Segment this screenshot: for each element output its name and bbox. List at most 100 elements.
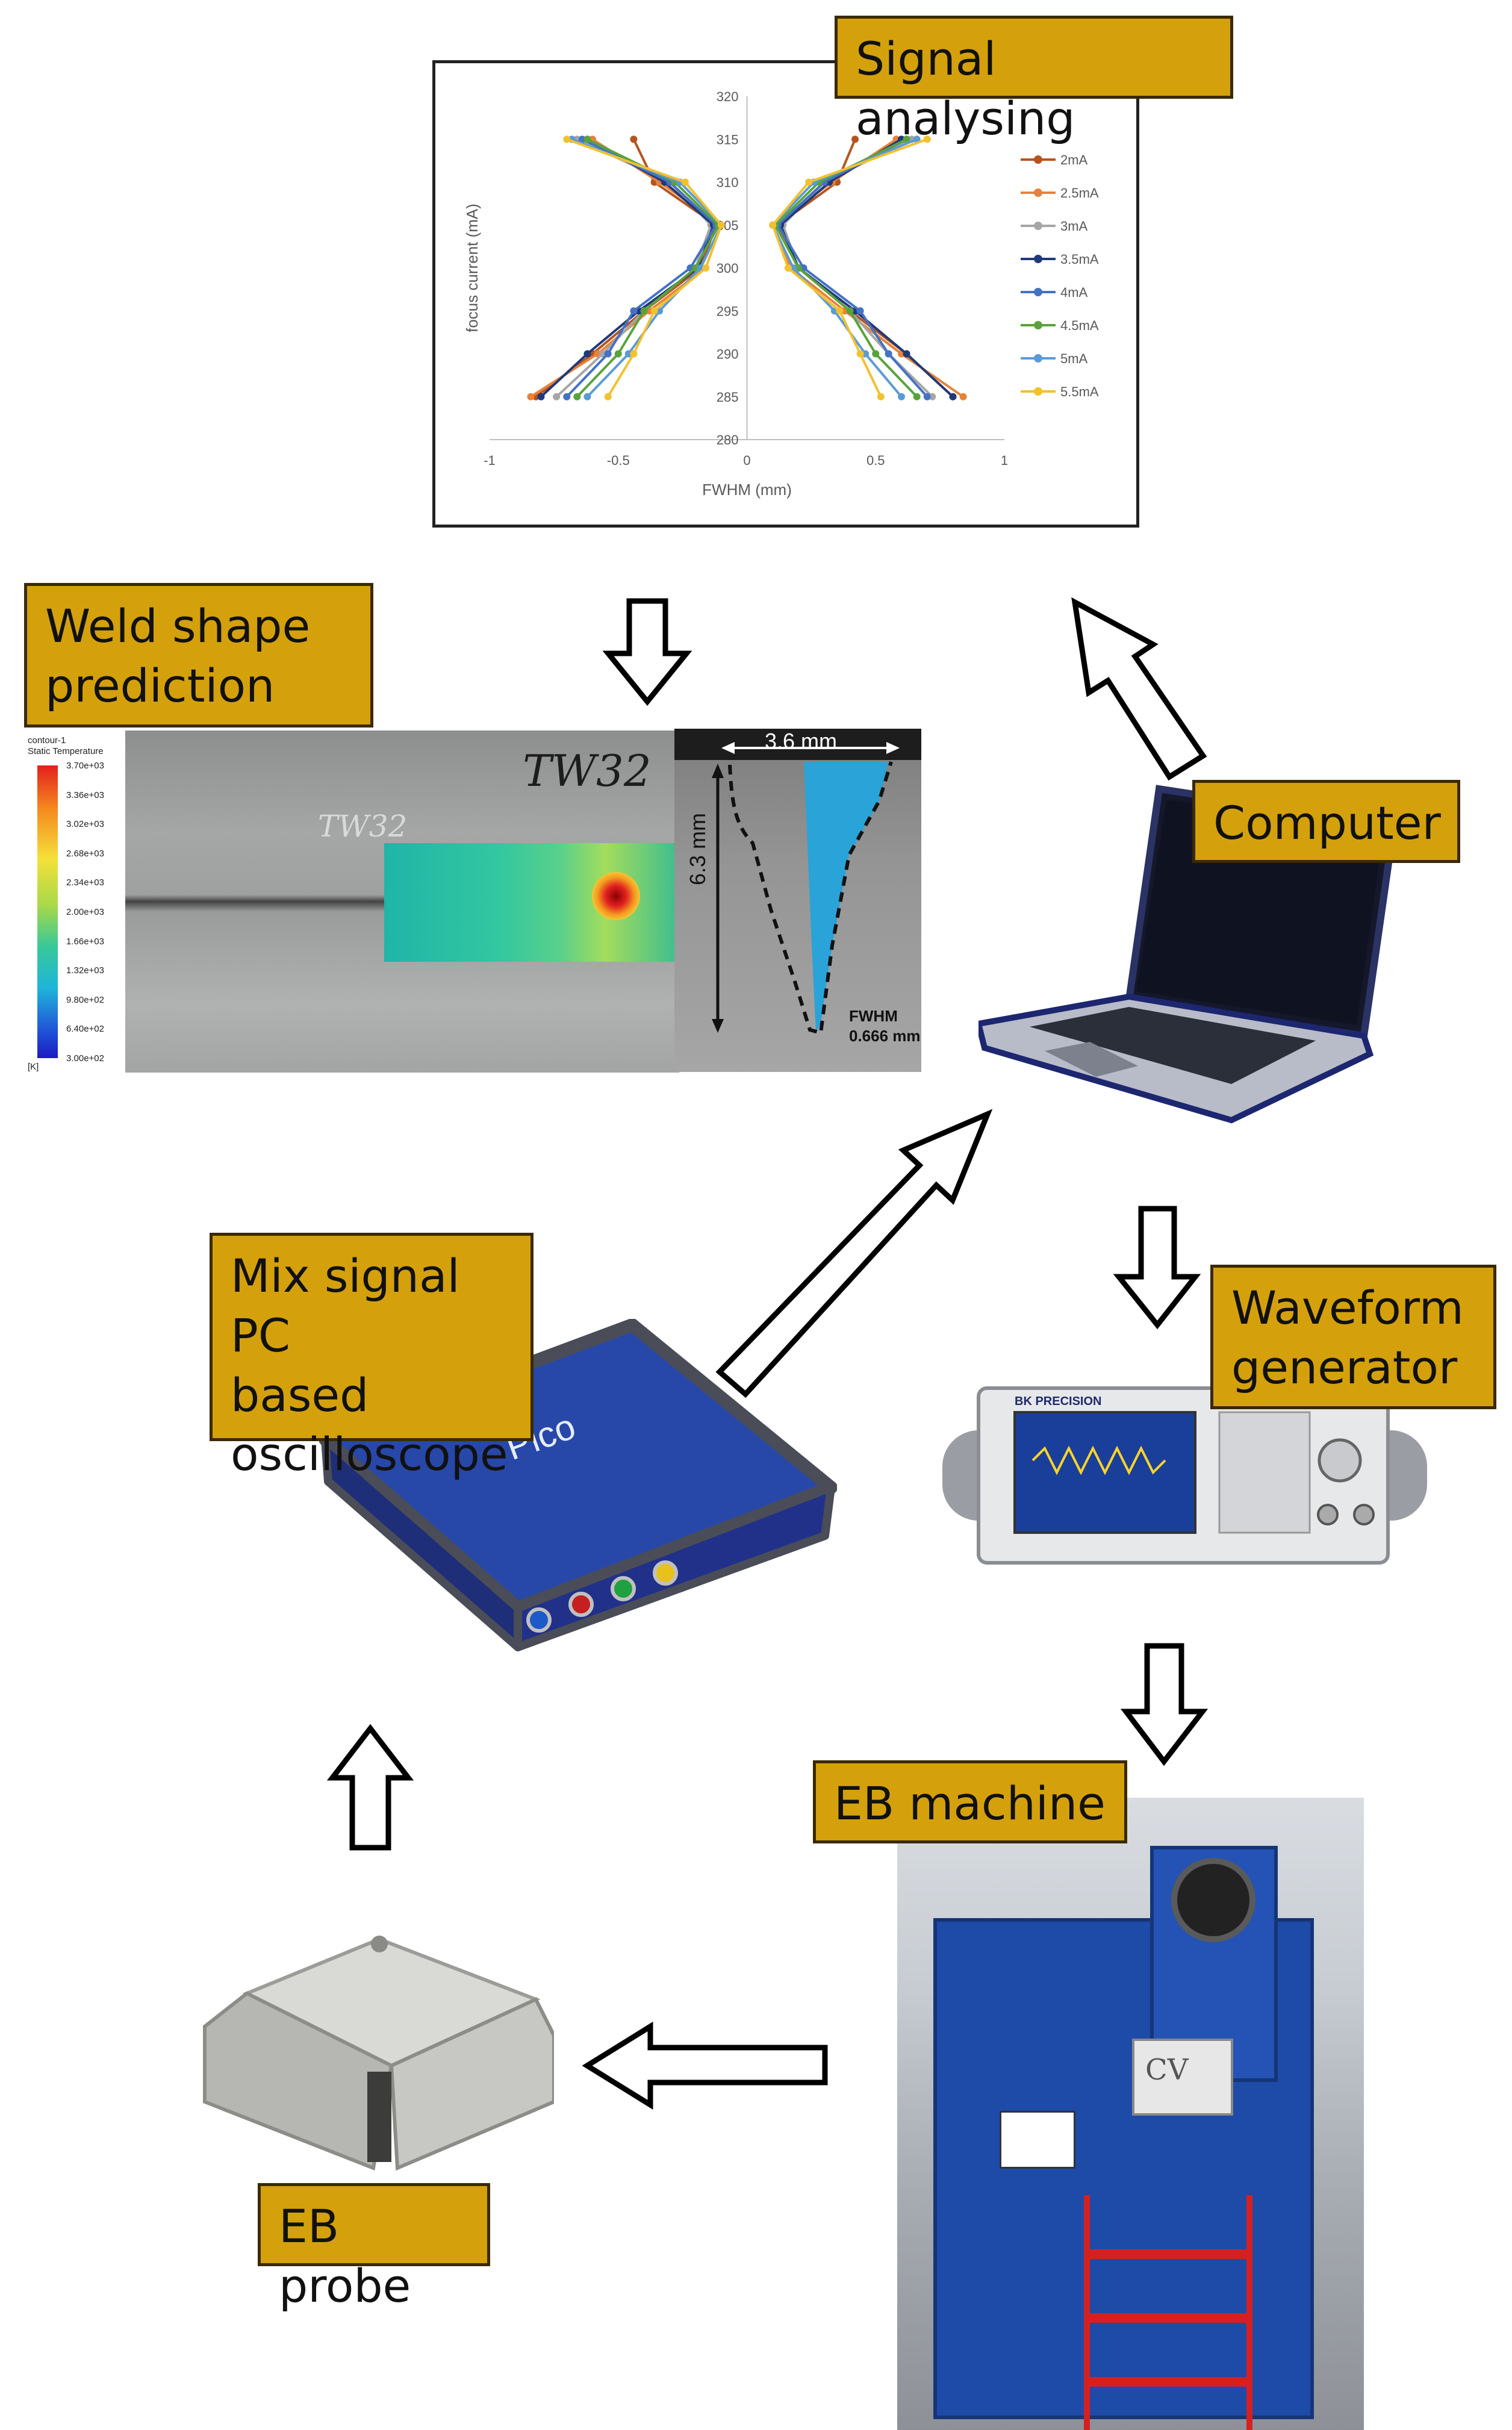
computer-label: Computer <box>1192 780 1460 863</box>
fwhm-label: FWHM <box>849 1007 898 1025</box>
generator-output-2 <box>1353 1504 1375 1525</box>
legend-swatch-marker <box>1034 255 1042 263</box>
data-point <box>872 350 880 358</box>
data-point <box>630 307 638 315</box>
probe-slot <box>367 2072 391 2162</box>
warning-sign <box>1000 2111 1075 2169</box>
y-axis-title: focus current (mA) <box>463 204 481 332</box>
x-tick-label: 0.5 <box>866 453 885 468</box>
generator-brand-text: BK PRECISION <box>1015 1395 1101 1408</box>
y-tick-label: 300 <box>717 261 739 276</box>
scale-tick-label: 3.00e+02 <box>66 1053 104 1064</box>
fwhm-value: 0.666 mm <box>849 1027 921 1045</box>
arrow-generator-to-machine <box>1120 1643 1209 1766</box>
data-point <box>959 393 967 400</box>
legend-swatch-marker <box>1034 155 1042 164</box>
machine-plate-text: CV <box>1145 2053 1189 2087</box>
data-point <box>903 350 910 358</box>
data-point <box>604 350 612 358</box>
generator-output-1 <box>1317 1504 1339 1525</box>
legend-swatch-marker <box>1034 387 1042 396</box>
y-tick-label: 280 <box>717 432 739 447</box>
data-point <box>913 393 921 400</box>
data-point <box>877 393 885 400</box>
legend-label: 3mA <box>1060 219 1088 234</box>
data-point <box>563 136 571 143</box>
hotspot <box>592 872 640 920</box>
depth-arrow-head-top <box>712 764 724 778</box>
scale-tick-label: 3.70e+03 <box>66 761 104 771</box>
data-point <box>929 393 936 400</box>
generator-knob <box>1318 1438 1362 1483</box>
x-axis-title: FWHM (mm) <box>702 481 792 499</box>
sample-mark: TW32 <box>523 746 652 796</box>
scope-connector-blue <box>526 1607 552 1633</box>
x-tick-label: -1 <box>484 453 496 468</box>
legend-swatch-marker <box>1034 288 1042 296</box>
width-arrow-head-left <box>721 742 735 754</box>
scale-bar <box>37 765 58 1058</box>
legend-label: 4mA <box>1060 285 1088 300</box>
scale-tick-label: 3.36e+03 <box>66 790 104 800</box>
data-point <box>856 350 864 358</box>
weld-fusion-zone <box>804 762 888 1033</box>
x-tick-label: 1 <box>1001 453 1008 468</box>
legend-swatch-marker <box>1034 354 1042 363</box>
machine-gun-port <box>1171 1858 1255 1942</box>
eb-probe-illustration <box>203 1936 554 2171</box>
data-point <box>862 350 870 358</box>
legend-swatch-marker <box>1034 321 1042 329</box>
weld-depth-label: 6.3 mm <box>685 812 710 885</box>
scale-unit: [K] <box>28 1062 39 1072</box>
arrow-scope-to-computer <box>715 1109 993 1398</box>
data-point <box>784 264 792 272</box>
data-point <box>949 393 957 400</box>
x-tick-label: -0.5 <box>607 453 630 468</box>
data-point <box>650 307 658 315</box>
scale-tick-label: 2.00e+03 <box>66 907 104 917</box>
data-point <box>630 350 638 358</box>
legend-swatch-marker <box>1034 188 1042 197</box>
scale-tick-label: 3.02e+03 <box>66 819 104 830</box>
y-tick-label: 315 <box>717 132 739 147</box>
y-tick-label: 285 <box>717 390 739 405</box>
data-point <box>851 136 859 143</box>
data-point <box>583 393 591 400</box>
weld-cross-section: 3.6 mm 6.3 mm FWHM 0.666 mm <box>674 729 921 1072</box>
machine-plate: CV <box>1132 2039 1233 2116</box>
weld-plate-photo: TW32 TW32 <box>125 731 679 1073</box>
data-point <box>769 221 777 229</box>
scope-connector-yellow <box>653 1560 678 1586</box>
scope-connector-green <box>611 1576 636 1601</box>
legend-label: 5mA <box>1060 351 1088 366</box>
legend-label: 4.5mA <box>1060 318 1099 333</box>
probe-right-face <box>389 1997 554 2171</box>
data-point <box>624 350 632 358</box>
y-tick-label: 320 <box>717 89 739 104</box>
data-point <box>583 136 591 143</box>
data-point <box>583 350 591 358</box>
data-point <box>527 393 535 400</box>
laptop-touchpad <box>1045 1042 1138 1077</box>
scale-tick-label: 9.80e+02 <box>66 994 104 1005</box>
generator-waveform <box>1031 1445 1166 1475</box>
generator-keypad <box>1218 1411 1311 1534</box>
scale-title: contour-1 <box>28 735 66 746</box>
data-point <box>903 136 910 143</box>
arrow-probe-to-scope <box>326 1724 414 1851</box>
laptop-keyboard <box>1030 1007 1316 1084</box>
data-point <box>702 264 710 272</box>
y-tick-label: 310 <box>717 175 739 190</box>
data-point <box>898 393 905 400</box>
scope-body-side <box>321 1435 522 1651</box>
mix-signal-label: Mix signal PC based oscilloscope <box>210 1233 534 1481</box>
data-point <box>836 307 844 315</box>
arrow-computer-to-generator <box>1113 1206 1201 1330</box>
cross-section-topbar <box>674 729 921 760</box>
eb-probe-label: EB probe <box>258 2183 490 2313</box>
x-tick-label: 0 <box>743 453 750 468</box>
arrow-machine-to-probe <box>582 2021 828 2110</box>
legend-label: 5.5mA <box>1060 384 1099 399</box>
